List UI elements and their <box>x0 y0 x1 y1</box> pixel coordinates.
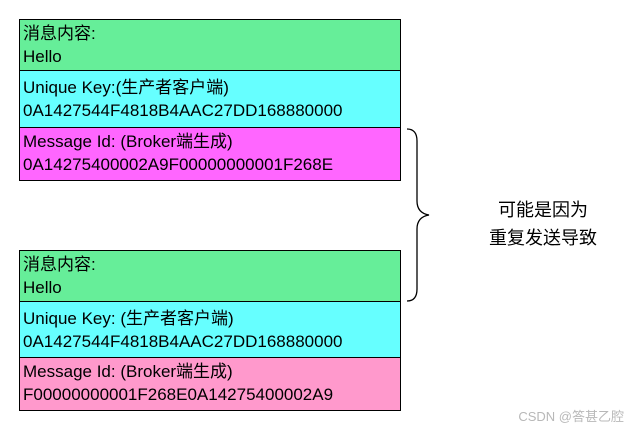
message-id-label-2: Message Id: (Broker端生成) <box>23 362 233 381</box>
message-content-box-2: 消息内容: Hello <box>19 250 401 302</box>
unique-key-label-1: Unique Key:(生产者客户端) <box>23 78 229 97</box>
message-id-box-2: Message Id: (Broker端生成) F00000000001F268… <box>19 357 401 411</box>
unique-key-value-1: 0A1427544F4818B4AAC27DD168880000 <box>23 101 343 120</box>
unique-key-box-1: Unique Key:(生产者客户端) 0A1427544F4818B4AAC2… <box>19 70 401 128</box>
message-id-value-1: 0A14275400002A9F00000000001F268E <box>23 155 334 174</box>
reason-line-2: 重复发送导致 <box>489 228 597 248</box>
message-content-label-2: 消息内容: <box>23 255 96 274</box>
message-id-label-1: Message Id: (Broker端生成) <box>23 132 233 151</box>
unique-key-value-2: 0A1427544F4818B4AAC27DD168880000 <box>23 332 343 351</box>
message-id-value-2: F00000000001F268E0A14275400002A9 <box>23 385 334 404</box>
curly-brace <box>406 128 430 302</box>
watermark: CSDN @答甚乙腔 <box>518 409 624 424</box>
reason-line-1: 可能是因为 <box>498 200 588 220</box>
unique-key-box-2: Unique Key: (生产者客户端) 0A1427544F4818B4AAC… <box>19 301 401 358</box>
message-content-label-1: 消息内容: <box>23 24 96 43</box>
message-id-box-1: Message Id: (Broker端生成) 0A14275400002A9F… <box>19 127 401 181</box>
message-content-value-2: Hello <box>23 278 62 297</box>
message-content-value-1: Hello <box>23 47 62 66</box>
unique-key-label-2: Unique Key: (生产者客户端) <box>23 309 234 328</box>
message-content-box-1: 消息内容: Hello <box>19 19 401 71</box>
reason-annotation: 可能是因为 重复发送导致 <box>473 196 613 252</box>
